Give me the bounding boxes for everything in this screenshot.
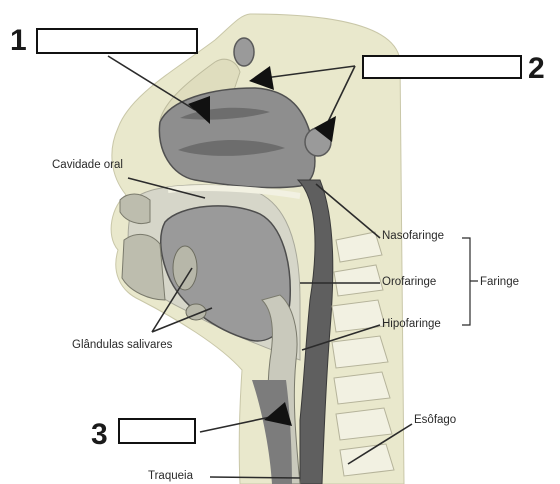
answer-box-2[interactable] xyxy=(362,55,522,79)
faringe-bracket xyxy=(462,238,478,325)
label-hipofaringe: Hipofaringe xyxy=(382,319,441,331)
answer-box-1[interactable] xyxy=(36,28,198,54)
blank-number-3: 3 xyxy=(91,420,108,450)
salivary-gland-1 xyxy=(173,246,197,290)
label-faringe: Faringe xyxy=(480,277,519,289)
leader-line-traqueia xyxy=(210,477,300,478)
answer-box-3[interactable] xyxy=(118,418,196,444)
label-esofago: Esôfago xyxy=(414,415,456,427)
label-traqueia: Traqueia xyxy=(148,471,193,483)
label-cavidade-oral: Cavidade oral xyxy=(52,160,123,172)
blank-number-2: 2 xyxy=(528,54,545,84)
label-orofaringe: Orofaringe xyxy=(382,277,436,289)
blank-number-1: 1 xyxy=(10,26,27,56)
frontal-sinus xyxy=(234,38,254,66)
label-glandulas-salivares: Glândulas salivares xyxy=(72,340,172,352)
label-nasofaringe: Nasofaringe xyxy=(382,231,444,243)
